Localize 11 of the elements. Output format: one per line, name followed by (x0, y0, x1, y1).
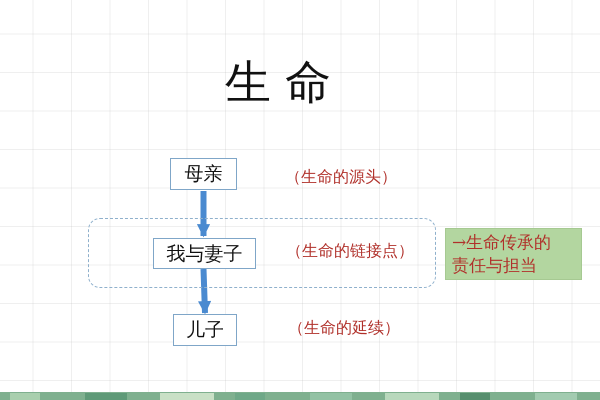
role-note: （生命的源头） (285, 167, 397, 188)
arrow (198, 268, 212, 314)
dashed-group-box (88, 218, 436, 288)
person-box: 我与妻子 (153, 238, 256, 269)
title: 生命 (224, 54, 346, 111)
person-box: 母亲 (170, 158, 237, 190)
role-note: （生命的延续） (288, 318, 400, 339)
person-box: 儿子 (173, 314, 237, 346)
note-box: →生命传承的责任与担当 (445, 228, 582, 280)
role-note: （生命的链接点） (286, 241, 414, 262)
arrow (196, 191, 210, 238)
